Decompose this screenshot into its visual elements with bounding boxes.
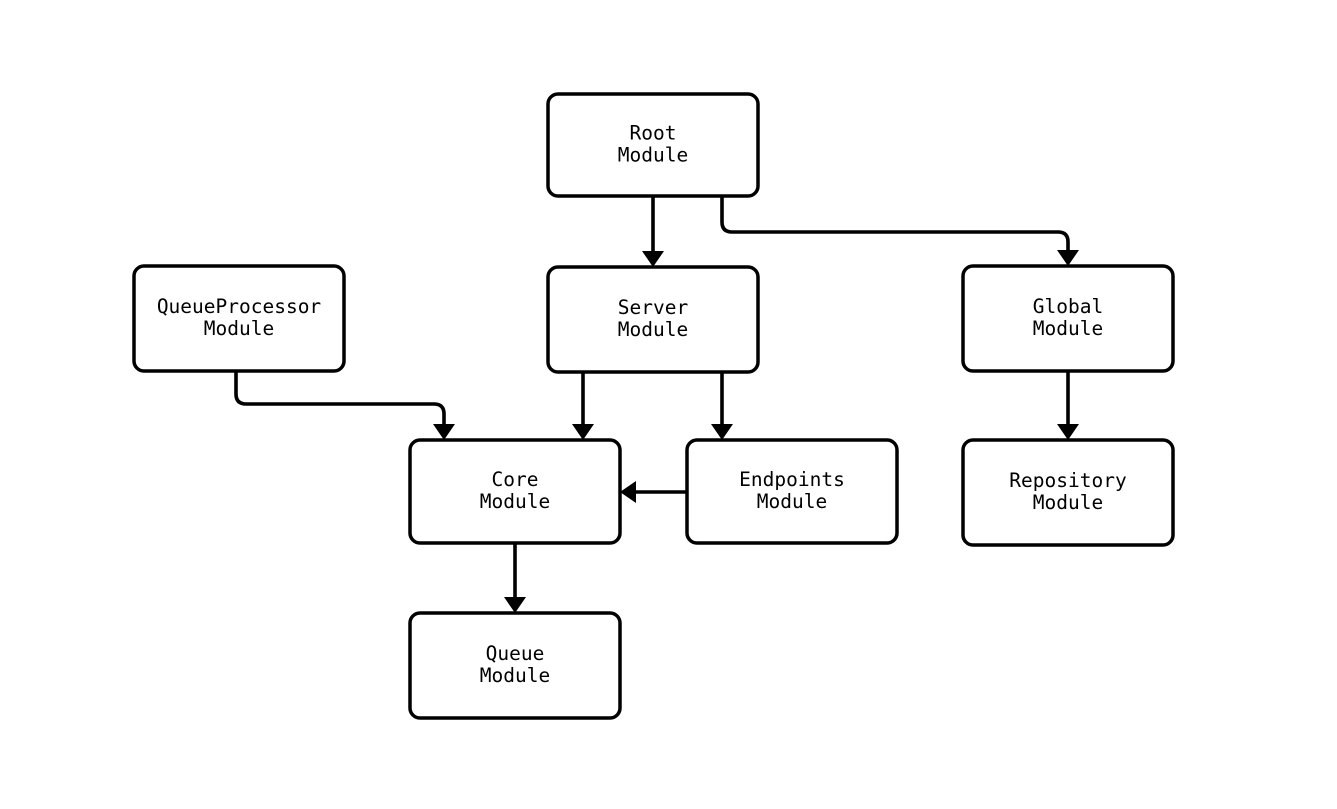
edge-server-to-endpoints [711,372,733,440]
server-module-title: Server [618,296,688,319]
queue-module-subtitle: Module [480,664,550,687]
edge-global-to-repository-arrowhead [1057,424,1079,440]
edge-root-to-server [642,196,664,267]
repository-module-shape[interactable] [961,438,1175,547]
edge-server-to-core [572,372,594,440]
global-module-subtitle: Module [1033,317,1103,340]
global-module-title: Global [1033,295,1103,318]
edge-endpoints-to-core [620,481,687,503]
edge-layer [234,196,1079,613]
server-module-shape[interactable] [546,265,760,374]
edge-global-to-repository [1057,371,1079,440]
edge-queueprocessor-to-core-arrowhead [433,424,455,440]
server-module-subtitle: Module [618,318,688,341]
global-module-shape[interactable] [961,264,1175,373]
repository-module-subtitle: Module [1033,491,1103,514]
edge-queueprocessor-to-core [234,371,455,440]
edge-root-to-server-arrowhead [642,251,664,267]
queue-module-shape[interactable] [408,611,622,720]
node-layer: RootModuleQueueProcessorModuleServerModu… [132,92,1175,720]
root-module-title: Root [630,122,677,145]
queueprocessor-module-shape[interactable] [132,264,346,373]
endpoints-module-shape[interactable] [685,438,899,545]
edge-queueprocessor-to-core-line [234,371,446,424]
root-module-shape[interactable] [546,92,760,198]
edge-server-to-endpoints-arrowhead [711,424,733,440]
edge-server-to-core-arrowhead [572,424,594,440]
endpoints-module-subtitle: Module [757,490,827,513]
queue-module-title: Queue [486,642,545,665]
core-module-title: Core [492,468,539,491]
edge-root-to-global-arrowhead [1057,250,1079,266]
queueprocessor-module-title: QueueProcessor [157,295,321,318]
core-module-shape[interactable] [408,438,622,545]
endpoints-module-title: Endpoints [739,468,845,491]
root-module-subtitle: Module [618,144,688,167]
edge-endpoints-to-core-arrowhead [620,481,636,503]
queueprocessor-module-subtitle: Module [204,317,274,340]
edge-core-to-queue-arrowhead [504,597,526,613]
core-module-subtitle: Module [480,490,550,513]
repository-module-title: Repository [1009,469,1126,492]
edge-root-to-global-line [720,196,1070,250]
edge-core-to-queue [504,543,526,613]
edge-root-to-global [720,196,1079,266]
